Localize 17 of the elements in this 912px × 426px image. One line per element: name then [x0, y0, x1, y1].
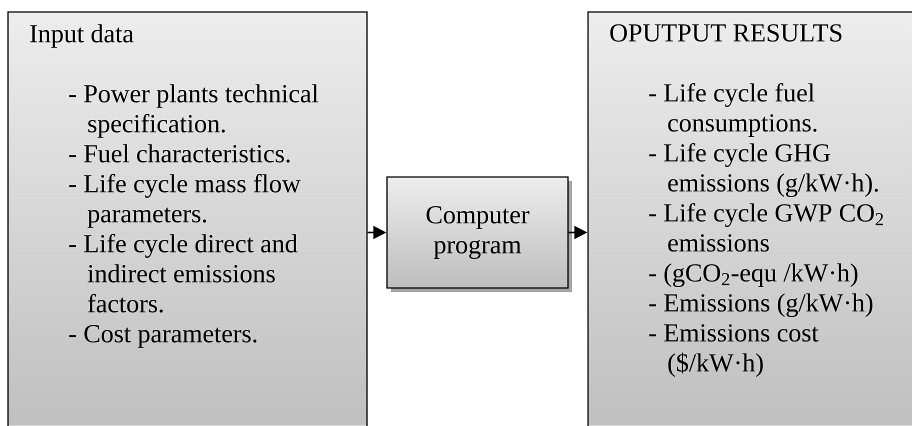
list-item: - Fuel characteristics.	[69, 144, 290, 163]
list-item: - Cost parameters.	[69, 325, 256, 348]
list-item: - Power plants technical specification.	[69, 84, 318, 138]
list-item: - Life cycle GWP CO$_{2}$ emissions	[649, 203, 883, 252]
heading: Input data	[30, 24, 134, 48]
list-item: - (gCO$_{2}$-equ /kW·h)	[649, 263, 858, 288]
process-box	[386, 176, 572, 292]
panel-box	[587, 11, 912, 426]
list-item: - Life cycle fuel consumptions.	[649, 83, 816, 137]
list-item: - Life cycle GHG emissions (g/kW·h).	[649, 143, 878, 198]
list-item: - Emissions cost ($/kW·h)	[649, 324, 818, 377]
heading: OPUTPUT RESULTS	[610, 24, 842, 42]
list-item: - Life cycle direct and indirect emissions factors.	[69, 234, 298, 313]
box-label: Computer program	[426, 206, 530, 259]
list-item: - Life cycle mass flow parameters.	[69, 174, 301, 228]
panel-box	[7, 11, 368, 426]
list-item: - Emissions (g/kW·h)	[649, 293, 872, 318]
